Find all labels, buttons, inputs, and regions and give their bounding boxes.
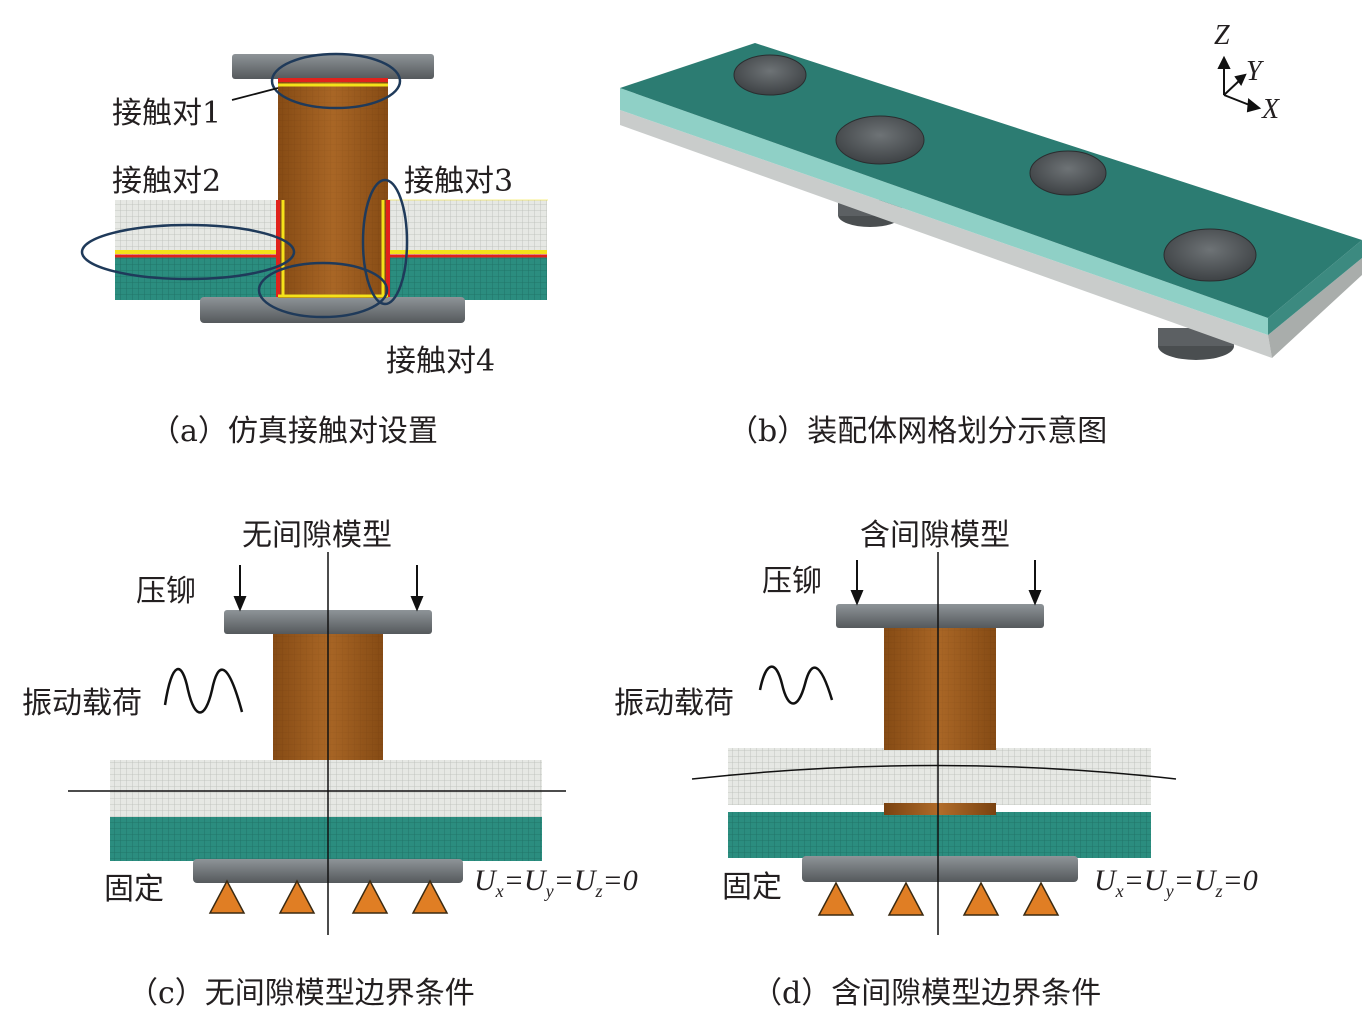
label-contact-pair-2: 接触对2 — [112, 164, 222, 199]
label-vibration-d: 振动载荷 — [614, 686, 734, 721]
upper-plate-front — [620, 88, 1268, 335]
vibration-wave-icon — [163, 668, 244, 714]
label-fixed-d: 固定 — [722, 870, 782, 905]
lower-plate — [110, 817, 542, 861]
axis-triad — [1217, 55, 1262, 113]
rivet-tail — [200, 297, 465, 323]
panel-a-model — [80, 52, 548, 323]
bc-equation-d: Ux=Uy=Uz=0 — [1094, 864, 1258, 901]
rivet-head — [836, 604, 1044, 628]
section-line — [691, 764, 1177, 780]
label-vibration-c: 振动载荷 — [22, 686, 142, 721]
label-contact-pair-4: 接触对4 — [386, 344, 496, 379]
press-arrows — [233, 565, 424, 612]
axis-z-label: Z — [1214, 20, 1230, 51]
upper-plate — [110, 760, 542, 817]
panel-b-assembly — [620, 43, 1362, 360]
ellipse-pair-2 — [80, 223, 296, 281]
title-d: 含间隙模型 — [860, 518, 1010, 553]
label-press-c: 压铆 — [136, 574, 196, 609]
caption-c: （c）无间隙模型边界条件 — [128, 976, 475, 1011]
fixed-supports — [817, 881, 1060, 916]
ellipse-pair-4 — [257, 261, 389, 319]
bc-equation-c: Ux=Uy=Uz=0 — [474, 864, 638, 901]
caption-a: （a）仿真接触对设置 — [150, 414, 438, 449]
label-contact-pair-3: 接触对3 — [404, 164, 514, 199]
rivet-head — [232, 54, 434, 79]
vibration-wave-icon — [758, 665, 834, 705]
lower-plate — [728, 812, 1151, 858]
leader-pair-1 — [231, 87, 279, 101]
ellipse-pair-1 — [270, 52, 402, 110]
fixed-supports — [208, 879, 449, 914]
axis-x-label: X — [1262, 94, 1280, 125]
label-press-d: 压铆 — [762, 564, 822, 599]
rivet-head-top — [835, 115, 925, 165]
panel-d-model — [691, 552, 1177, 935]
rivet-head-top — [733, 54, 807, 96]
rivet-head-top — [1163, 228, 1257, 282]
axis-y-label: Y — [1246, 56, 1262, 87]
ellipse-pair-3 — [361, 178, 409, 306]
rivet-tail — [802, 856, 1078, 882]
upper-plate — [728, 748, 1151, 805]
lower-plate-front — [620, 110, 1272, 358]
label-contact-pair-1: 接触对1 — [112, 96, 222, 131]
caption-d: （d）含间隙模型边界条件 — [752, 976, 1102, 1011]
press-arrows — [850, 560, 1042, 606]
title-c: 无间隙模型 — [242, 518, 392, 553]
label-fixed-c: 固定 — [104, 872, 164, 907]
rivet-head-top — [1029, 150, 1107, 196]
caption-b: （b）装配体网格划分示意图 — [728, 414, 1108, 449]
panel-c-model — [68, 552, 566, 935]
